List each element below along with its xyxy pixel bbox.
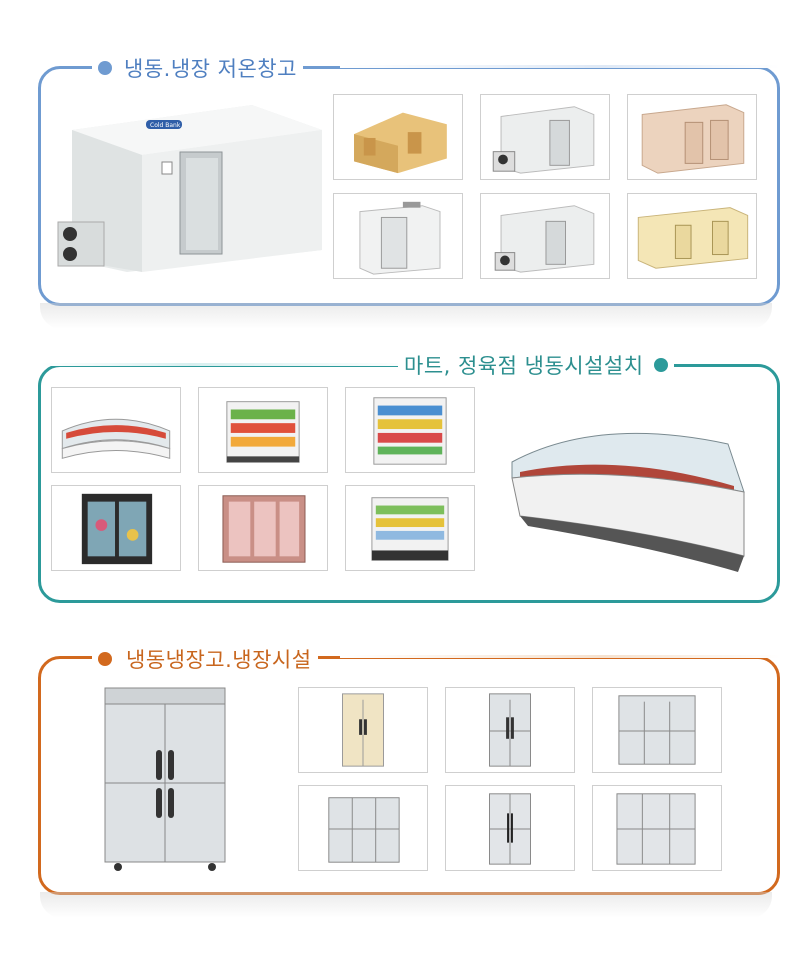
title-line — [340, 655, 780, 658]
bullet-icon — [98, 652, 112, 666]
section-title-3: 냉동냉장고.냉장시설 — [92, 644, 318, 674]
fridge-two-door-image[interactable] — [445, 687, 575, 773]
prefab-frame-image[interactable] — [333, 94, 463, 180]
walk-in-room-white-image[interactable] — [480, 94, 610, 180]
walk-in-room-cream-image[interactable] — [627, 193, 757, 279]
cold-storage-main-image[interactable]: Cold Bank — [52, 100, 324, 278]
fridge-six-door-wide-image[interactable] — [298, 785, 428, 871]
multideck-produce-image[interactable] — [198, 387, 328, 473]
bullet-icon — [653, 358, 668, 372]
walk-in-small-white-image[interactable] — [333, 193, 463, 279]
fridge-six-door-image[interactable] — [592, 687, 722, 773]
section-title-text: 냉동냉장고.냉장시설 — [126, 648, 312, 672]
multideck-drinks-image[interactable] — [345, 387, 475, 473]
section-title-2: 마트, 정육점 냉동시설설치 — [398, 350, 674, 380]
svg-text:Cold Bank: Cold Bank — [150, 122, 181, 129]
section-reflection — [40, 303, 772, 329]
flower-showcase-pink-image[interactable] — [198, 485, 328, 571]
section-reflection — [40, 892, 772, 918]
fridge-cream-image[interactable] — [298, 687, 428, 773]
walk-in-room-white-2-image[interactable] — [480, 193, 610, 279]
section-title-1: 냉동.냉장 저온창고 — [92, 53, 303, 83]
meat-display-case-main-image[interactable] — [498, 396, 754, 574]
curved-display-case-image[interactable] — [51, 387, 181, 473]
section-title-text: 마트, 정육점 냉동시설설치 — [404, 354, 644, 378]
section-title-text: 냉동.냉장 저온창고 — [124, 57, 297, 81]
fridge-steel-six-image[interactable] — [592, 785, 722, 871]
bullet-icon — [98, 61, 112, 75]
walk-in-room-beige-image[interactable] — [627, 94, 757, 180]
multideck-dairy-image[interactable] — [345, 485, 475, 571]
title-line — [340, 65, 780, 68]
four-door-fridge-main-image[interactable] — [100, 684, 230, 874]
fridge-steel-two-image[interactable] — [445, 785, 575, 871]
title-line — [40, 363, 420, 366]
flower-showcase-black-image[interactable] — [51, 485, 181, 571]
